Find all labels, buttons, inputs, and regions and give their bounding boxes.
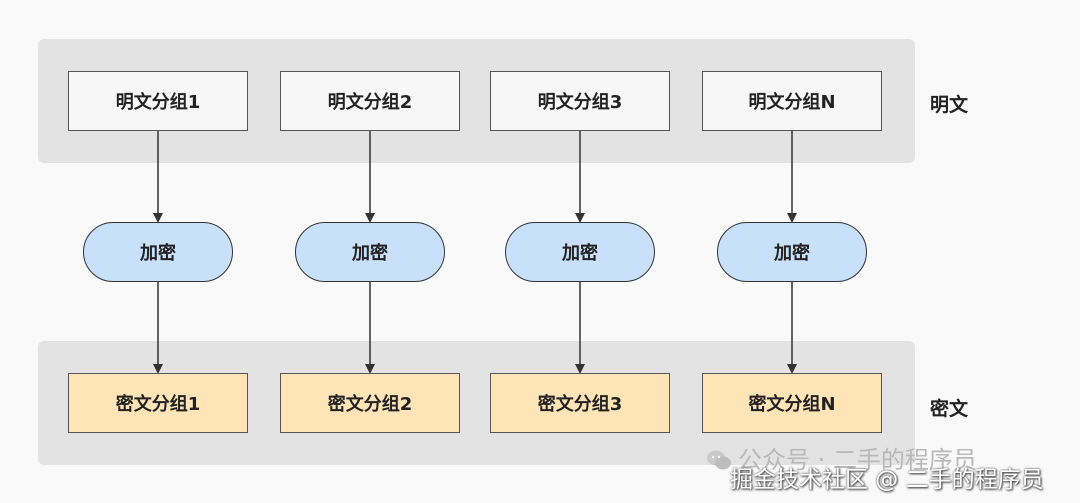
plaintext-block-2: 明文分组2 — [280, 71, 460, 131]
ciphertext-block-2: 密文分组2 — [280, 373, 460, 433]
ciphertext-block-3: 密文分组3 — [490, 373, 670, 433]
watermark-line-1: 公众号 · 二手的程序员 — [706, 440, 977, 475]
ciphertext-block-n: 密文分组N — [702, 373, 882, 433]
plaintext-block-1: 明文分组1 — [68, 71, 248, 131]
encrypt-node-2: 加密 — [295, 222, 445, 282]
watermark-line-1-text: 公众号 · 二手的程序员 — [738, 446, 977, 474]
plaintext-row-label: 明文 — [930, 94, 969, 116]
encrypt-node-3: 加密 — [505, 222, 655, 282]
ciphertext-row-label: 密文 — [930, 398, 969, 420]
plaintext-block-n: 明文分组N — [702, 71, 882, 131]
encrypt-node-1: 加密 — [83, 222, 233, 282]
plaintext-block-3: 明文分组3 — [490, 71, 670, 131]
ciphertext-block-1: 密文分组1 — [68, 373, 248, 433]
wechat-icon — [707, 450, 731, 470]
watermark-line-2: 掘金技术社区 @ 二手的程序员 — [730, 467, 1044, 493]
encrypt-node-n: 加密 — [717, 222, 867, 282]
